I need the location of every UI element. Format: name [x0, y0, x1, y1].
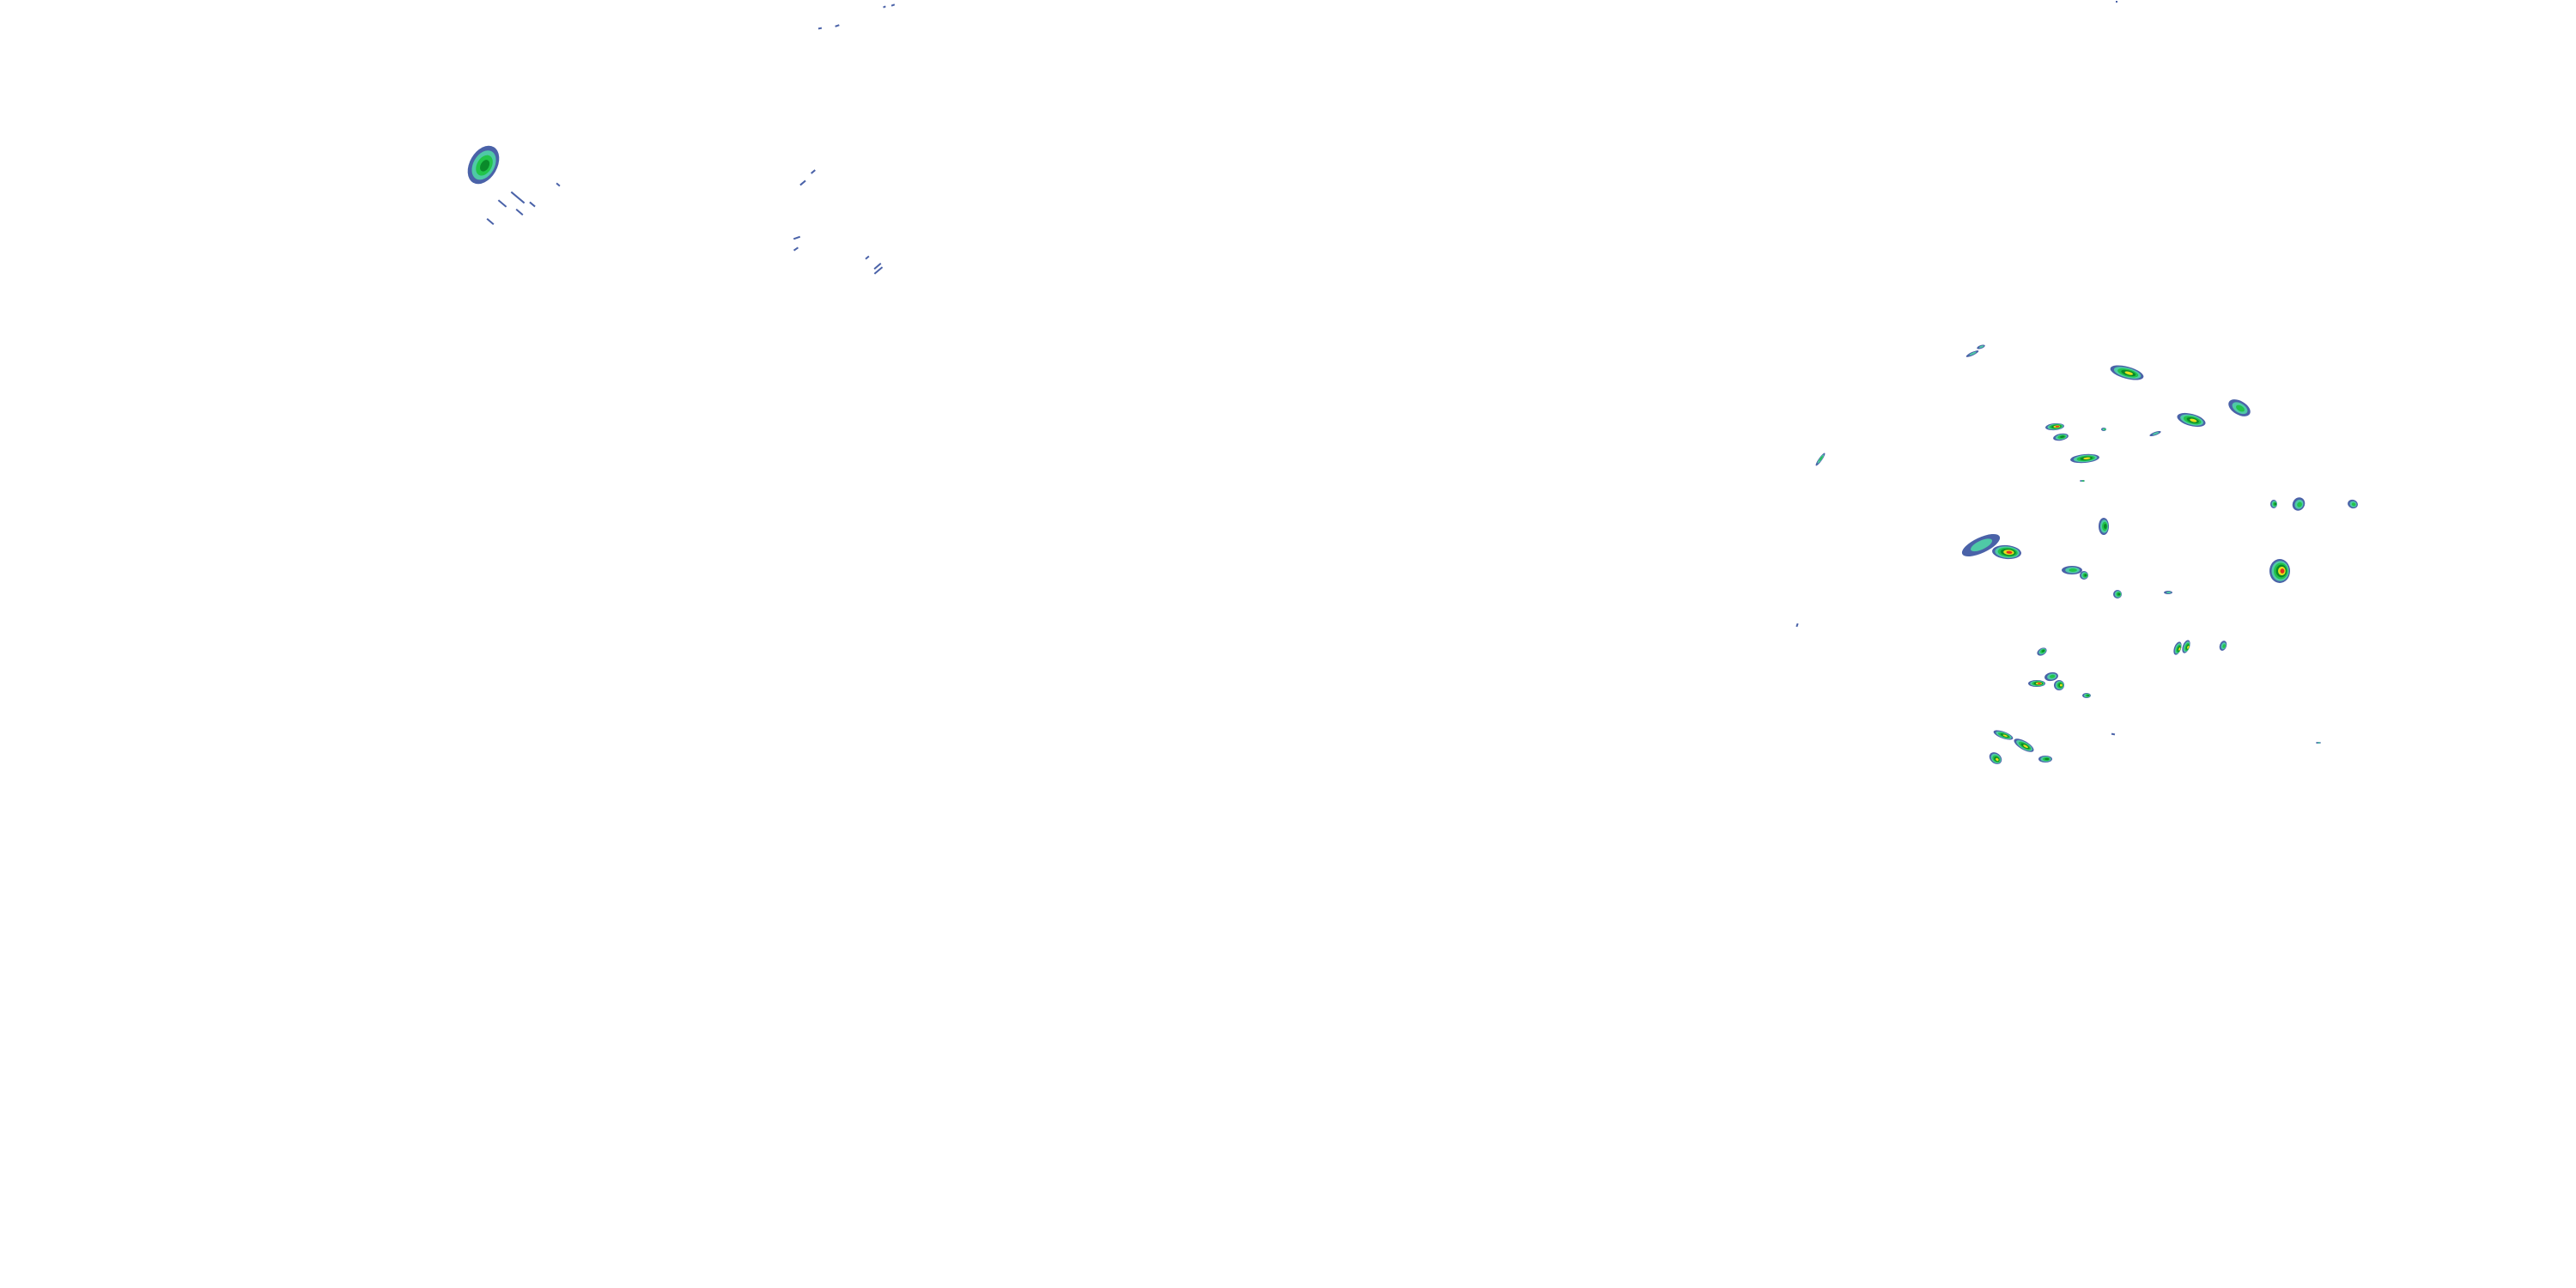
precipitation-cell [2182, 640, 2190, 653]
echo-intensity-ring [2083, 457, 2091, 460]
echo-intensity-ring [2023, 744, 2028, 749]
echo-intensity-ring [2059, 683, 2063, 687]
echo-intensity-ring [1978, 345, 1984, 349]
precipitation-cell [2045, 422, 2064, 431]
precipitation-cell [2080, 571, 2088, 580]
echo-intensity-ring [2178, 647, 2181, 651]
echo-intensity-ring [2124, 371, 2134, 375]
echo-intensity-ring [2082, 480, 2085, 482]
echo-intensity-ring [2280, 568, 2285, 574]
echo-intensity-ring [2274, 502, 2277, 506]
precipitation-cell [2080, 480, 2085, 482]
echo-intensity-ring [1971, 538, 1993, 552]
echo-intensity-ring [2236, 404, 2245, 412]
precipitation-cell [2164, 591, 2172, 594]
precipitation-cell [1992, 544, 2021, 560]
precipitation-streak [873, 266, 884, 275]
echo-intensity-ring [2050, 674, 2056, 678]
precipitation-cell [2113, 590, 2122, 598]
precipitation-streak [890, 3, 896, 7]
precipitation-cell [2101, 428, 2106, 431]
precipitation-cell [1815, 453, 1826, 466]
echo-intensity-ring [2103, 523, 2107, 530]
precipitation-cell [2348, 499, 2358, 509]
echo-intensity-ring [1819, 456, 1823, 461]
precipitation-streak [883, 5, 886, 9]
precipitation-cell [2038, 756, 2052, 762]
precipitation-cell [2228, 399, 2251, 416]
precipitation-cell [467, 145, 500, 185]
precipitation-streak [515, 209, 524, 216]
precipitation-cell [2054, 680, 2064, 690]
echo-intensity-ring [2104, 428, 2106, 430]
echo-intensity-ring [2084, 574, 2087, 577]
echo-intensity-ring [2037, 683, 2042, 684]
precipitation-cell [2219, 641, 2227, 651]
precipitation-streak [873, 263, 882, 270]
precipitation-streak [2111, 732, 2116, 736]
precipitation-streak [865, 255, 870, 260]
precipitation-streak [1795, 623, 1799, 628]
echo-intensity-ring [2055, 425, 2060, 428]
echo-intensity-ring [2002, 734, 2008, 738]
echo-intensity-ring [2006, 550, 2013, 554]
precipitation-cell [2292, 497, 2306, 511]
precipitation-cell [2149, 430, 2161, 437]
precipitation-cell [2173, 641, 2182, 655]
echo-intensity-ring [480, 160, 490, 172]
echo-intensity-ring [2222, 644, 2226, 648]
precipitation-cell [2062, 566, 2082, 574]
echo-intensity-ring [2297, 501, 2302, 507]
precipitation-streak [793, 246, 799, 252]
echo-intensity-ring [1996, 757, 1999, 762]
echo-intensity-ring [2060, 435, 2065, 438]
precipitation-cell [2014, 738, 2034, 752]
precipitation-cell [2099, 518, 2109, 535]
precipitation-cell [2177, 412, 2206, 428]
precipitation-streak [811, 169, 816, 174]
precipitation-streak [817, 27, 823, 30]
precipitation-streak [497, 199, 507, 208]
echo-intensity-ring [2087, 695, 2090, 696]
echo-intensity-ring [2317, 742, 2321, 744]
precipitation-cell [2082, 693, 2091, 698]
echo-intensity-ring [2041, 649, 2045, 653]
precipitation-cell [1977, 344, 1985, 349]
precipitation-cell [1961, 533, 2001, 557]
precipitation-cell [2044, 671, 2058, 682]
precipitation-cell [2316, 742, 2321, 744]
precipitation-streak [835, 24, 840, 27]
precipitation-streak [529, 201, 536, 208]
echo-intensity-ring [2152, 432, 2160, 435]
precipitation-cell [2037, 647, 2047, 656]
precipitation-streak [510, 191, 526, 204]
echo-intensity-ring [2044, 757, 2050, 761]
precipitation-cell [2053, 433, 2069, 441]
echo-intensity-ring [2166, 591, 2172, 594]
precipitation-cell [1989, 752, 2002, 764]
echo-intensity-ring [2351, 502, 2356, 507]
precipitation-cell [2070, 453, 2099, 464]
precipitation-cell [2110, 365, 2144, 380]
precipitation-cell [1993, 730, 2014, 740]
echo-intensity-ring [2190, 418, 2197, 422]
precipitation-cell [2270, 500, 2277, 508]
echo-intensity-ring [2117, 592, 2121, 596]
precipitation-streak [799, 179, 806, 186]
echo-intensity-ring [1969, 351, 1977, 355]
precipitation-streak [793, 235, 801, 240]
precipitation-streak [556, 182, 561, 187]
precipitation-streak [486, 218, 495, 225]
echo-intensity-ring [2187, 645, 2190, 649]
precipitation-cell [1965, 350, 1979, 357]
echo-intensity-ring [2069, 568, 2077, 572]
precipitation-cell [2028, 680, 2045, 687]
precipitation-cell [2269, 559, 2290, 583]
